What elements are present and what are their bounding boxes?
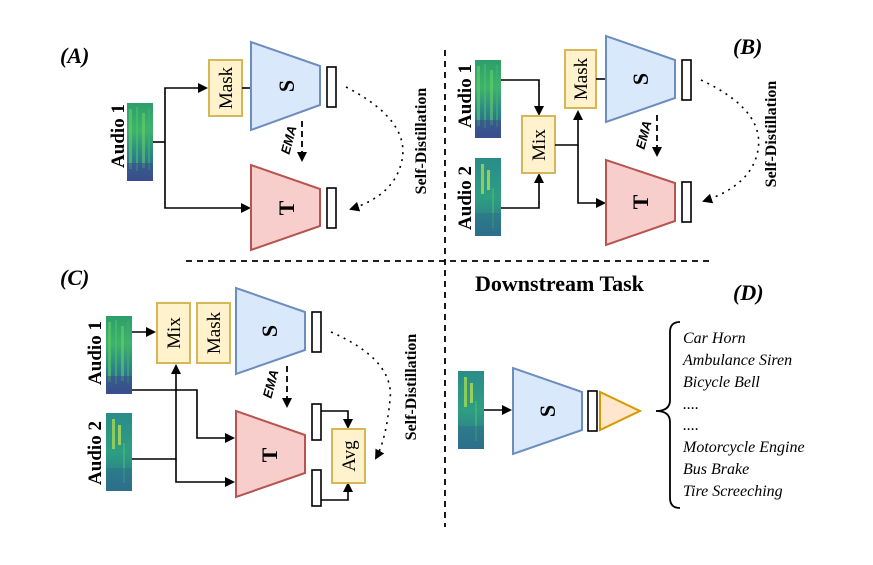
panel-a-audio1-label: Audio 1 bbox=[108, 104, 129, 168]
panel-c-student-encoder bbox=[235, 286, 306, 376]
panel-b: (B) Audio 1 Audio 2 Mix Mask S EMA T Sel… bbox=[455, 34, 780, 247]
panel-b-mask-label: Mask bbox=[571, 57, 592, 100]
panel-c-mask-box bbox=[196, 302, 231, 364]
panel-c-teacher-output-1 bbox=[311, 403, 322, 441]
panel-b-mask-box bbox=[564, 49, 597, 109]
spectrogram-icon bbox=[475, 158, 501, 236]
panel-a-teacher-encoder bbox=[250, 163, 321, 252]
panel-a-teacher-label: T bbox=[274, 200, 299, 215]
panel-d: Downstream Task (D) S Car Horn Ambulance… bbox=[458, 271, 805, 509]
panel-c-mix-label: Mix bbox=[164, 317, 185, 349]
panel-c-student-output bbox=[311, 311, 322, 353]
classification-head bbox=[599, 390, 643, 432]
panel-c-teacher-label: T bbox=[257, 447, 282, 462]
panel-a: (A) Audio 1 Mask S EMA T Self-Distillati… bbox=[60, 40, 430, 252]
downstream-title: Downstream Task bbox=[475, 271, 645, 296]
class-list: Car Horn Ambulance Siren Bicycle Bell ..… bbox=[682, 330, 805, 500]
panel-a-teacher-output bbox=[326, 187, 337, 229]
panel-b-teacher-output bbox=[681, 181, 692, 223]
class-item: .... bbox=[683, 396, 699, 413]
panel-c-audio2-label: Audio 2 bbox=[85, 421, 106, 485]
panel-c-ema-label: EMA bbox=[260, 368, 282, 400]
class-item: Car Horn bbox=[683, 330, 746, 347]
panel-d-label: (D) bbox=[733, 280, 764, 305]
panel-b-audio2-label: Audio 2 bbox=[455, 166, 476, 230]
class-item: Ambulance Siren bbox=[682, 352, 792, 369]
class-item: Tire Screeching bbox=[683, 483, 783, 500]
spectrogram-icon bbox=[458, 371, 484, 449]
panel-b-distill-label: Self-Distillation bbox=[763, 81, 780, 188]
panel-c-student-label: S bbox=[257, 325, 282, 337]
panel-c-mask-label: Mask bbox=[204, 311, 225, 354]
panel-a-student-output bbox=[326, 66, 337, 108]
class-brace bbox=[655, 321, 681, 509]
panel-d-student-encoder bbox=[512, 366, 583, 456]
panel-a-student-label: S bbox=[274, 80, 299, 92]
panel-d-student-label: S bbox=[535, 405, 560, 417]
spectrogram-icon bbox=[475, 60, 501, 138]
panel-c-audio1-label: Audio 1 bbox=[85, 321, 106, 385]
panel-c-teacher-encoder bbox=[235, 409, 306, 499]
panel-b-mix-box bbox=[521, 115, 556, 174]
class-item: .... bbox=[683, 417, 699, 434]
panel-b-teacher-label: T bbox=[628, 194, 653, 209]
spectrogram-icon bbox=[106, 316, 132, 394]
panel-c: (C) Audio 1 Audio 2 Mix Mask S EMA T Avg bbox=[60, 265, 420, 507]
spectrogram-icon bbox=[127, 103, 153, 181]
class-item: Motorcycle Engine bbox=[682, 439, 805, 456]
panel-b-ema-label: EMA bbox=[633, 119, 655, 151]
spectrogram-icon bbox=[106, 413, 132, 491]
panel-b-student-output bbox=[681, 59, 692, 101]
class-item: Bicycle Bell bbox=[683, 374, 760, 391]
panel-b-mix-label: Mix bbox=[529, 129, 550, 161]
panel-a-student-encoder bbox=[250, 40, 321, 132]
panel-a-label: (A) bbox=[60, 43, 89, 68]
panel-b-student-label: S bbox=[628, 73, 653, 85]
panel-a-mask-label: Mask bbox=[216, 66, 237, 109]
panel-a-ema-label: EMA bbox=[278, 124, 300, 156]
class-item: Bus Brake bbox=[683, 461, 749, 478]
panel-b-label: (B) bbox=[733, 34, 762, 59]
panel-b-student-encoder bbox=[605, 34, 676, 124]
panel-b-audio1-label: Audio 1 bbox=[455, 64, 476, 128]
panel-c-label: (C) bbox=[60, 265, 89, 290]
panel-c-avg-box bbox=[331, 428, 366, 484]
panel-c-teacher-output-2 bbox=[311, 469, 322, 507]
panel-b-teacher-encoder bbox=[605, 158, 676, 247]
panel-c-mix-box bbox=[156, 302, 191, 364]
panel-a-distill-label: Self-Distillation bbox=[413, 88, 430, 195]
panel-d-student-output bbox=[587, 390, 598, 432]
panel-c-avg-label: Avg bbox=[339, 440, 360, 472]
panel-c-distill-label: Self-Distillation bbox=[403, 334, 420, 441]
